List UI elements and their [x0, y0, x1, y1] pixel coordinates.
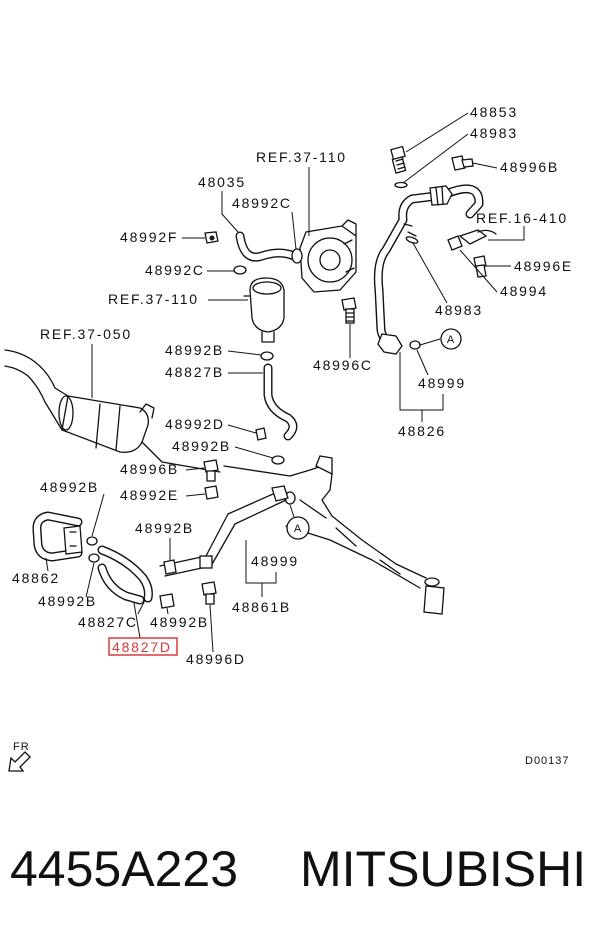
bolt-48996D [201, 581, 217, 605]
clamp-48992B-reservoir [260, 351, 274, 361]
hose-48827D [97, 563, 145, 605]
washer-48983-upper [394, 181, 408, 189]
callout-a-lower: A [286, 516, 310, 540]
part-label-48992c-lower: 48992C [145, 262, 205, 278]
part-label-48999-lower: 48999 [251, 553, 299, 569]
callout-a-lower-text: A [294, 523, 302, 535]
part-label-48983-lower: 48983 [435, 302, 483, 318]
washer-48983-lower [405, 236, 419, 244]
part-label-48992b-hose: 48992B [150, 614, 209, 630]
part-label-48992b-tube: 48992B [135, 520, 194, 536]
part-labels: 48853 48983 48996B REF.37-110 48035 4899… [12, 104, 573, 667]
bolt-48996B-upper [451, 155, 474, 171]
steering-gear-right [223, 455, 445, 615]
ref-label-37-110-reservoir: REF.37-110 [108, 291, 199, 307]
part-label-48992b-gear: 48992B [172, 438, 231, 454]
part-label-48992b-cooler: 48992B [40, 479, 99, 495]
part-label-48994: 48994 [500, 283, 548, 299]
reservoir-ref-37-110 [243, 277, 285, 343]
clamp-48992B-cooler-upper [86, 536, 98, 546]
hose-48827C [97, 545, 153, 603]
part-label-48853: 48853 [470, 104, 518, 120]
diagram-code: D00137 [525, 755, 570, 767]
part-label-48862: 48862 [12, 570, 60, 586]
pressure-hose-48826 [373, 184, 484, 355]
part-label-48827d: 48827D [112, 639, 172, 655]
clamp-48992D [255, 427, 267, 441]
part-label-48992f: 48992F [120, 229, 178, 245]
union-bolt-48853 [390, 145, 407, 174]
clamp-48992C-lower [233, 265, 247, 275]
part-label-48826: 48826 [398, 423, 446, 439]
part-label-48827b: 48827B [165, 364, 224, 380]
callout-a-upper-text: A [447, 334, 455, 346]
suction-hose-48035 [235, 231, 299, 262]
part-label-48996c: 48996C [313, 357, 373, 373]
bracket-ref-16-410 [458, 229, 497, 245]
part-label-48035: 48035 [198, 174, 246, 190]
clamp-48992C-upper [291, 248, 303, 264]
bolt-48996B-lower [203, 459, 219, 482]
oil-cooler-48862 [32, 511, 83, 562]
part-label-48827c: 48827C [78, 614, 138, 630]
clamp-48992F [204, 231, 219, 244]
ref-label-16-410: REF.16-410 [476, 210, 568, 226]
bolt-48996C [341, 297, 357, 324]
part-label-48992d: 48992D [165, 416, 225, 432]
part-label-48861b: 48861B [232, 599, 291, 615]
leader-lines [45, 112, 525, 653]
washer-48999-upper [409, 340, 421, 350]
pump-ref-37-110 [299, 219, 357, 293]
part-label-48992b-reservoir: 48992B [165, 342, 224, 358]
part-label-48992e: 48992E [120, 487, 179, 503]
callout-a-upper: A [440, 328, 462, 350]
clamp-48992B-tube [163, 559, 177, 575]
part-label-48996d: 48996D [186, 651, 246, 667]
part-label-48996e: 48996E [514, 258, 573, 274]
part-label-48992c-top: 48992C [232, 195, 292, 211]
part-label-48996b-lower: 48996B [120, 461, 179, 477]
part-label-48996b-top: 48996B [500, 159, 559, 175]
part-label-48999-top: 48999 [418, 375, 466, 391]
ref-label-37-110-pump: REF.37-110 [256, 149, 347, 165]
part-label-48992b-cooler-lower: 48992B [38, 593, 97, 609]
return-hose-48827B [263, 363, 298, 441]
ref-label-37-050: REF.37-050 [40, 326, 132, 342]
clamp-48992E [204, 485, 219, 500]
bolt-48996E [473, 255, 487, 278]
highlight-box [108, 637, 178, 656]
steering-gear-ref-37-050 [4, 349, 221, 473]
clamp-48992B-gear [271, 455, 285, 465]
forward-direction-arrow-icon [8, 751, 31, 772]
direction-marker: FR [8, 741, 31, 772]
footer-part-number: 4455A223 [10, 841, 238, 897]
clamp-48992B-hose [159, 593, 175, 609]
direction-marker-text: FR [13, 741, 30, 753]
footer-brand: MITSUBISHI [300, 841, 586, 897]
clamp-48992B-cooler-lower [88, 553, 100, 563]
pressure-tube-48861B [159, 485, 289, 577]
clamp-48994 [447, 235, 463, 251]
part-label-48983-top: 48983 [470, 125, 518, 141]
